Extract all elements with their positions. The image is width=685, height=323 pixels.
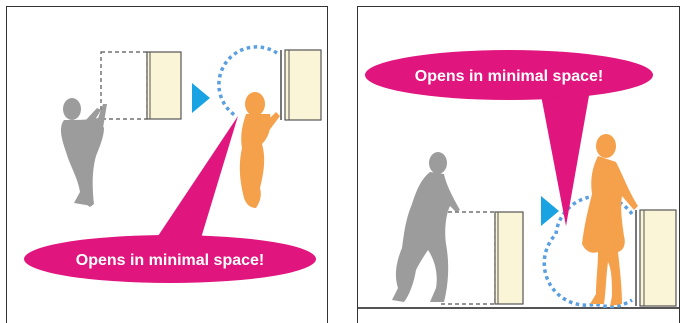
lower-cabinet-after xyxy=(636,210,676,306)
callout-lower-text: Opens in minimal space! xyxy=(415,68,604,85)
panel-lower-cabinet: Opens in minimal space! xyxy=(358,7,680,323)
upper-cabinet-after xyxy=(281,50,321,120)
panel-upper-cabinet: Opens in minimal space! xyxy=(7,7,328,323)
callout-upper-text: Opens in minimal space! xyxy=(76,252,265,269)
